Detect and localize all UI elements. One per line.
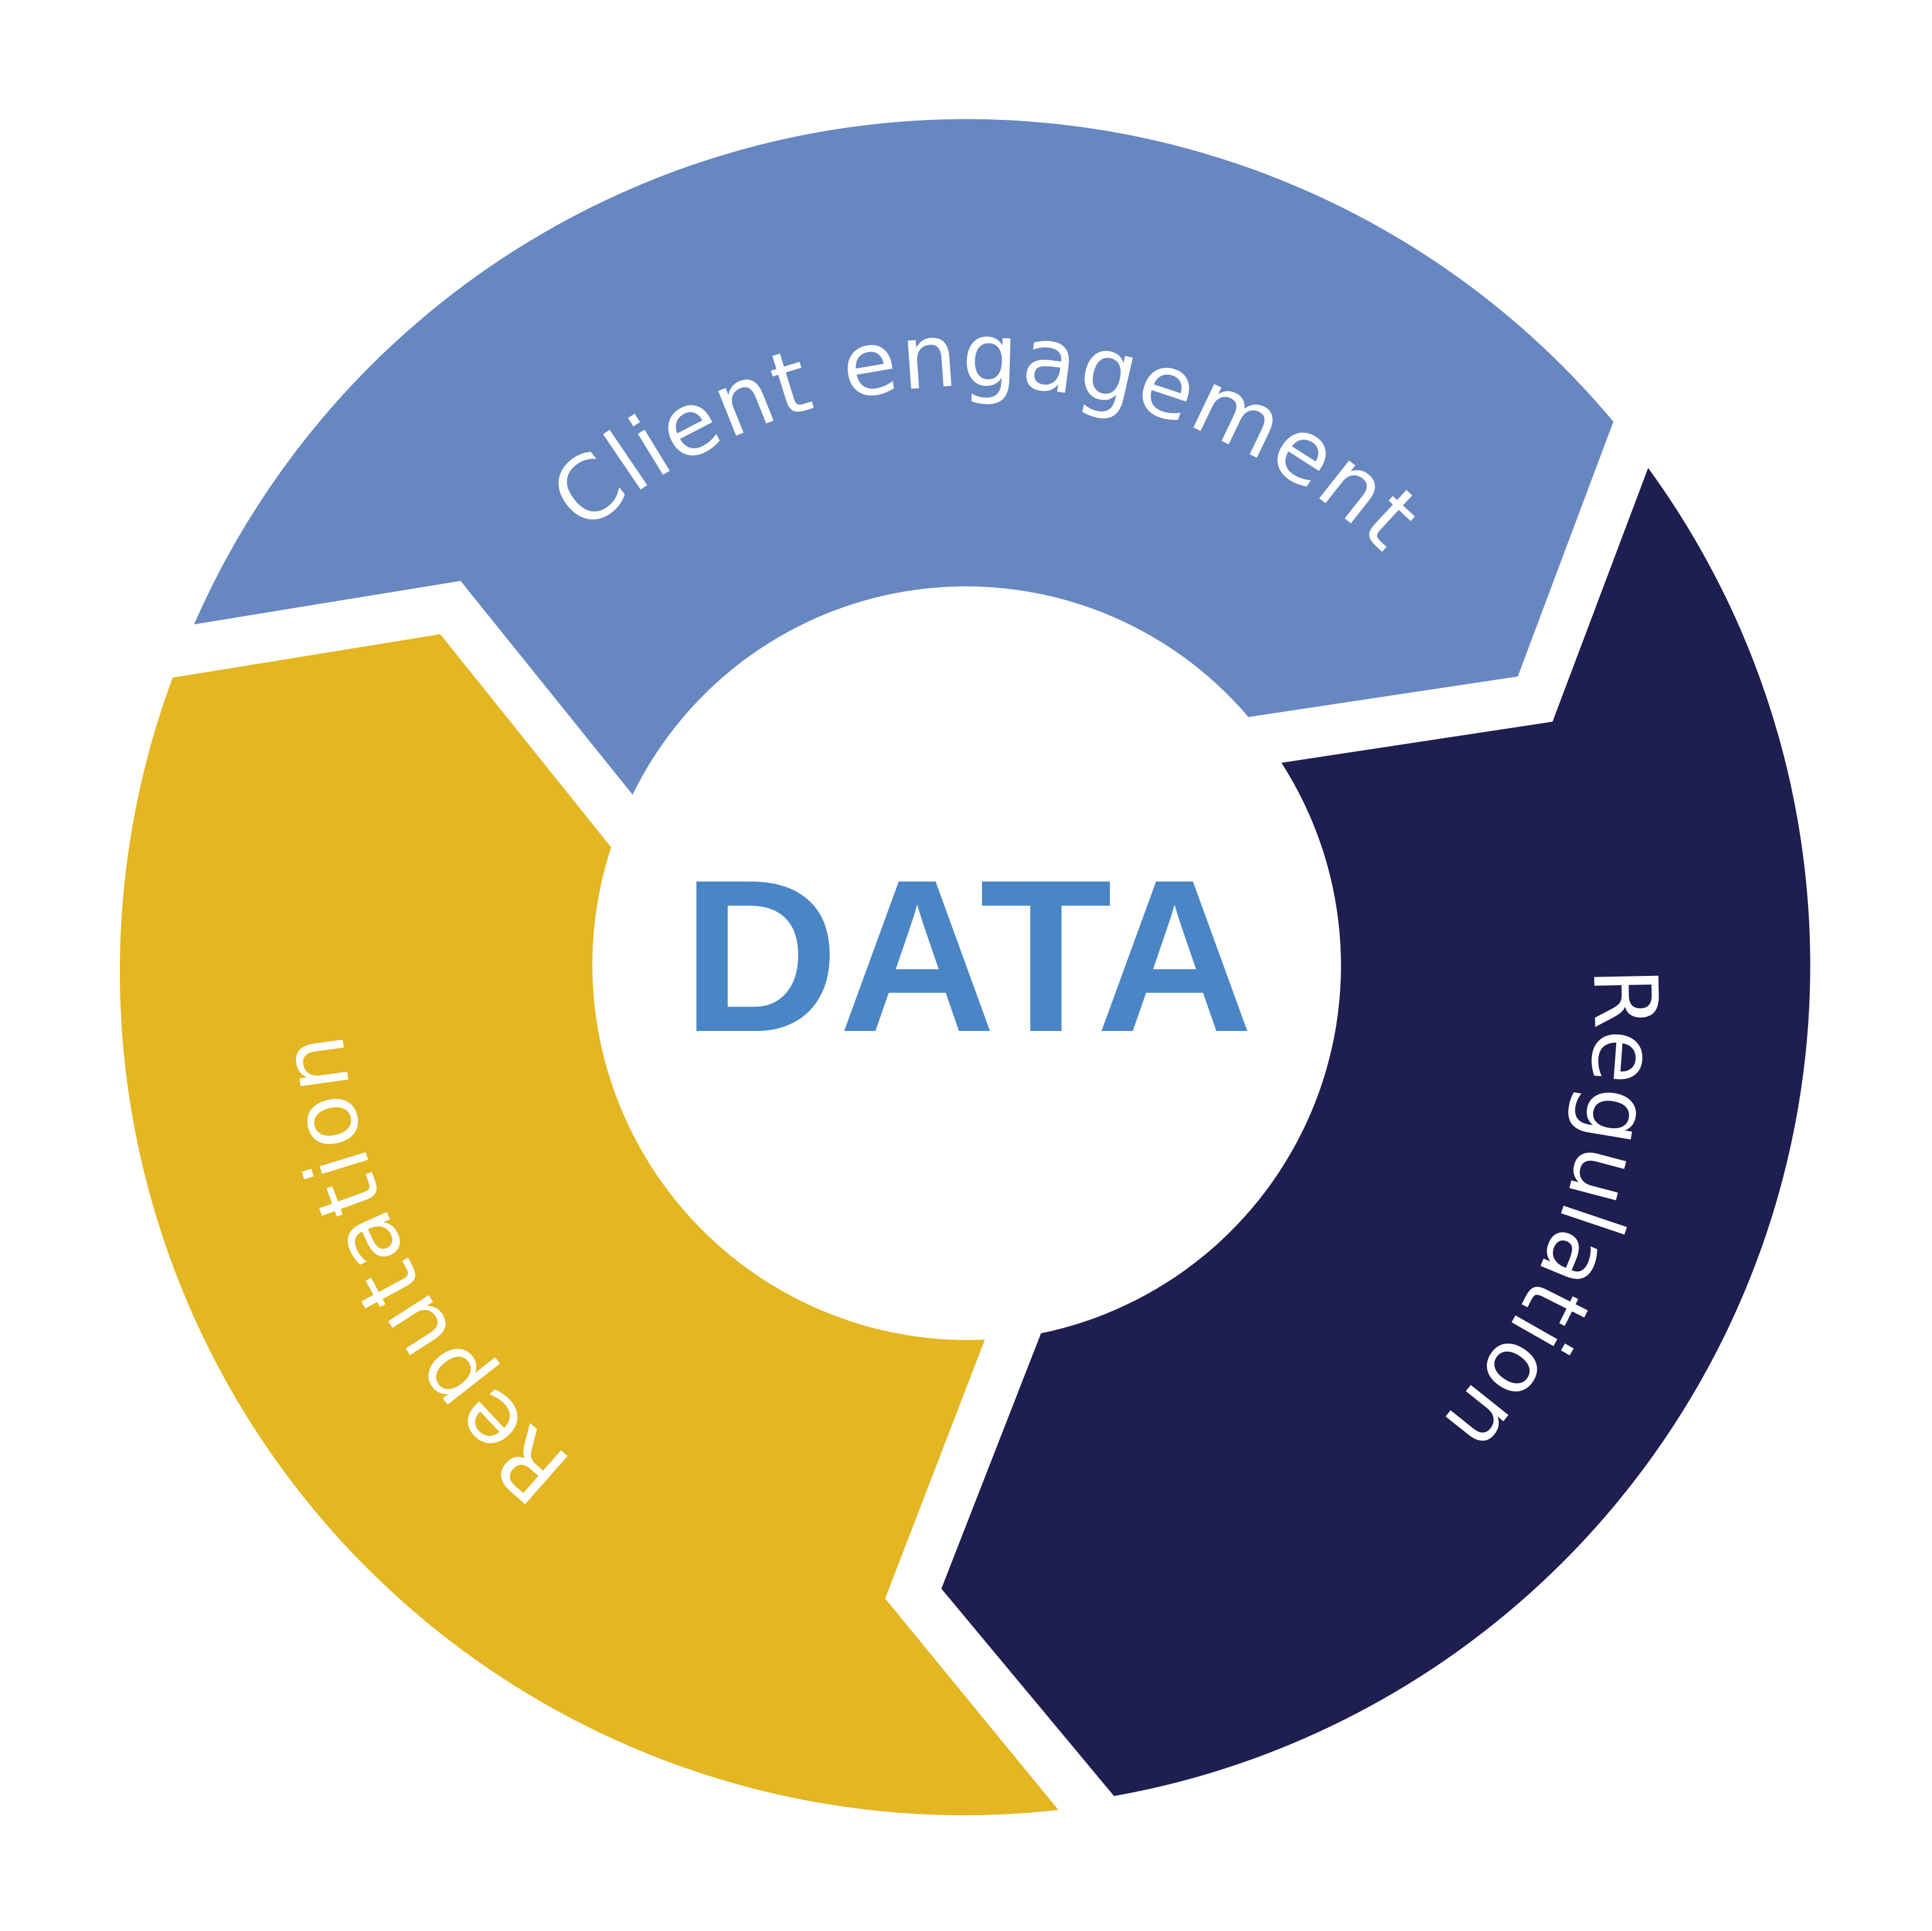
segment-reputation[interactable] xyxy=(119,634,1059,1816)
segment-client-engagement[interactable] xyxy=(194,119,1613,795)
segment-regulation[interactable] xyxy=(941,468,1810,1796)
center-label: DATA xyxy=(682,835,1253,1077)
